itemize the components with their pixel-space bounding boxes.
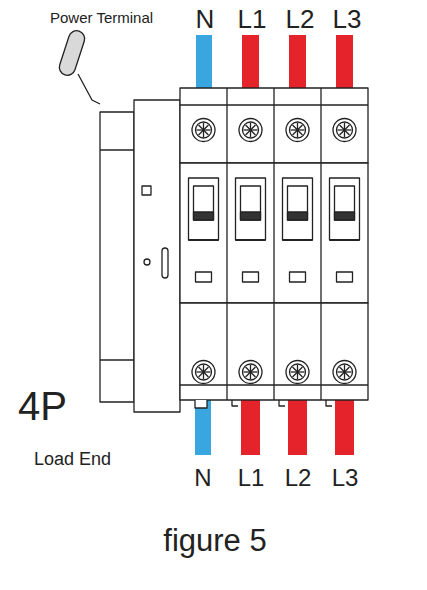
neutral-wire [195, 395, 211, 455]
pole-name: N [196, 5, 215, 34]
terminal-screw [192, 119, 215, 142]
end-label: Load End [34, 450, 111, 470]
pole-count: 4P [18, 384, 67, 428]
pole-name: L2 [285, 465, 312, 491]
lever-stem [78, 74, 100, 104]
terminal-screw [286, 361, 309, 384]
slot [162, 248, 168, 278]
din-side [100, 112, 134, 402]
aux-module [134, 100, 180, 412]
terminal-screw [239, 361, 262, 384]
indicator-window [290, 272, 306, 282]
indicator-window [337, 272, 353, 282]
phase-wire [288, 398, 307, 455]
toggle-handle [283, 178, 313, 240]
pole [227, 88, 266, 400]
terminal-screw [286, 119, 309, 142]
pole-name: L3 [333, 5, 362, 34]
pole [274, 88, 313, 400]
toggle-handle [189, 178, 219, 240]
terminal-screw [333, 119, 356, 142]
phase-wire [335, 398, 354, 455]
indicator-window [243, 272, 259, 282]
pole [189, 119, 219, 384]
terminal-screw [192, 361, 215, 384]
small-square [142, 186, 151, 195]
pole-name: N [194, 465, 211, 491]
toggle-handle [236, 178, 266, 240]
pole-name: L2 [286, 5, 315, 34]
grey-lever [57, 29, 86, 78]
pole-name: L1 [238, 5, 267, 34]
indicator-window [196, 272, 212, 282]
terminal-label: Power Terminal [50, 10, 153, 27]
small-hole [144, 259, 150, 265]
toggle-handle [330, 178, 360, 240]
terminal-screw [239, 119, 262, 142]
pole-name: L3 [332, 465, 359, 491]
terminal-screw [333, 361, 356, 384]
pole [321, 88, 360, 400]
figure-caption: figure 5 [163, 524, 266, 558]
pole-name: L1 [238, 465, 265, 491]
phase-wire [241, 398, 260, 455]
